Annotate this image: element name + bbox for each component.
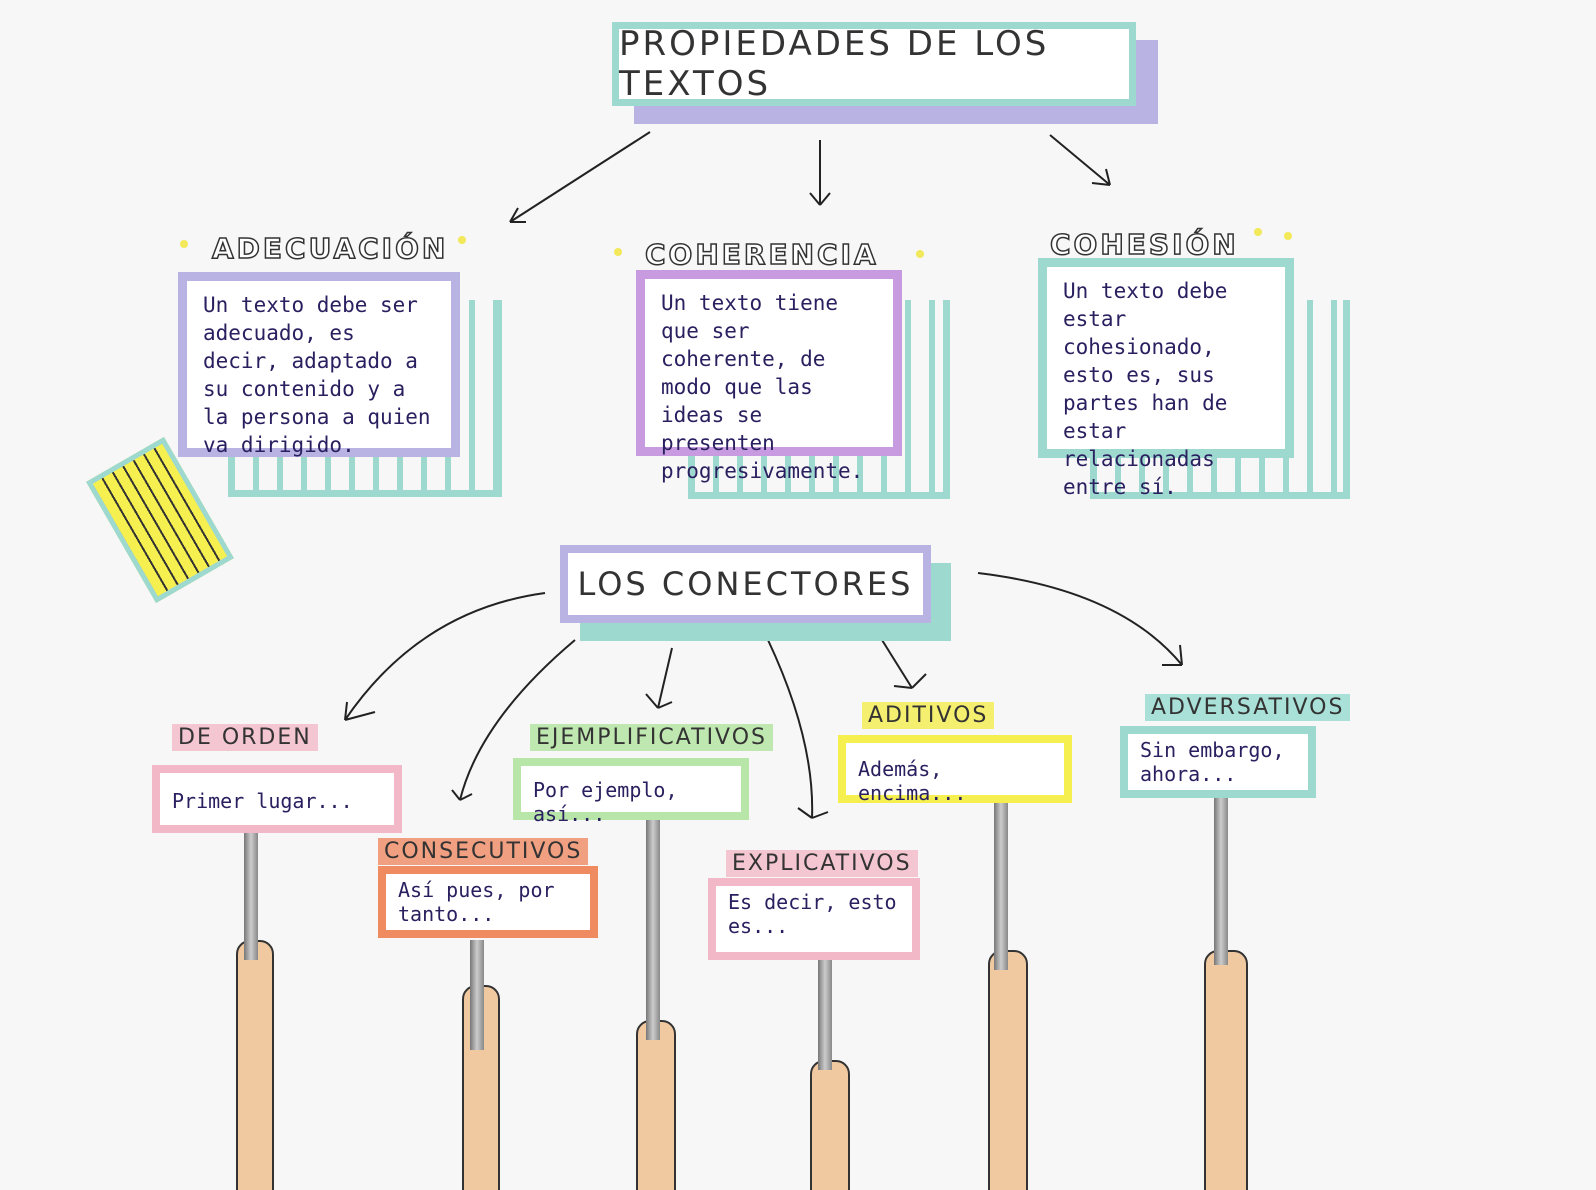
- sparkle-dot: [458, 236, 466, 244]
- connectors-title-text: LOS CONECTORES: [577, 565, 914, 603]
- label-consecutivos: CONSECUTIVOS: [378, 838, 589, 865]
- heading-adecuacion: ADECUACIÓN: [211, 231, 449, 266]
- sign-stick: [646, 815, 660, 1040]
- example-aditivos: Además, encima...: [838, 735, 1072, 805]
- arrow-adecuacion: [509, 131, 651, 223]
- connectors-title: LOS CONECTORES: [560, 545, 931, 623]
- card-cohesion: Un texto debe estar cohesionado, esto es…: [1038, 258, 1294, 499]
- sparkle-dot: [180, 240, 188, 248]
- hand-arm: [236, 940, 274, 1190]
- sparkle-dot: [916, 250, 924, 258]
- arrow-explicativos: [767, 639, 829, 819]
- card-coherencia: Un texto tiene que ser coherente, de mod…: [636, 270, 902, 483]
- arrow-adversativos: [977, 572, 1183, 666]
- label-ejemplificativos: EJEMPLIFICATIVOS: [530, 724, 773, 751]
- hand-arm: [988, 950, 1028, 1190]
- example-adversativos: Sin embargo, ahora...: [1120, 726, 1316, 798]
- hand-arm: [636, 1020, 676, 1190]
- example-consecutivos: Así pues, por tanto...: [378, 866, 598, 938]
- arrow-coherencia: [809, 140, 831, 206]
- sparkle-dot: [614, 248, 622, 256]
- example-explicativos: Es decir, esto es...: [708, 878, 920, 960]
- arrow-ejemplificativos: [645, 647, 673, 709]
- sign-stick: [470, 940, 484, 1050]
- heading-coherencia: COHERENCIA: [644, 237, 879, 272]
- sign-stick: [818, 960, 832, 1070]
- hand-arm: [810, 1060, 850, 1190]
- arrow-aditivos: [881, 639, 927, 689]
- sign-stick: [244, 830, 258, 960]
- arrow-de-orden: [344, 592, 546, 721]
- arrow-cohesion: [1049, 134, 1111, 186]
- label-aditivos: ADITIVOS: [862, 702, 995, 729]
- heading-cohesion: COHESIÓN: [1049, 227, 1239, 262]
- arrow-consecutivos: [451, 639, 576, 801]
- hand-arm: [1204, 950, 1248, 1190]
- sign-stick: [1214, 795, 1228, 965]
- sparkle-dot: [1284, 232, 1292, 240]
- example-ejemplificativos: Por ejemplo, así...: [513, 758, 749, 826]
- example-de-orden: Primer lugar...: [152, 765, 402, 833]
- label-explicativos: EXPLICATIVOS: [726, 850, 918, 877]
- label-adversativos: ADVERSATIVOS: [1145, 694, 1351, 721]
- main-title: PROPIEDADES DE LOS TEXTOS: [612, 22, 1136, 106]
- sign-stick: [994, 800, 1008, 970]
- label-de-orden: DE ORDEN: [172, 724, 318, 751]
- sparkle-dot: [1254, 228, 1262, 236]
- card-adecuacion: Un texto debe ser adecuado, es decir, ad…: [178, 272, 460, 457]
